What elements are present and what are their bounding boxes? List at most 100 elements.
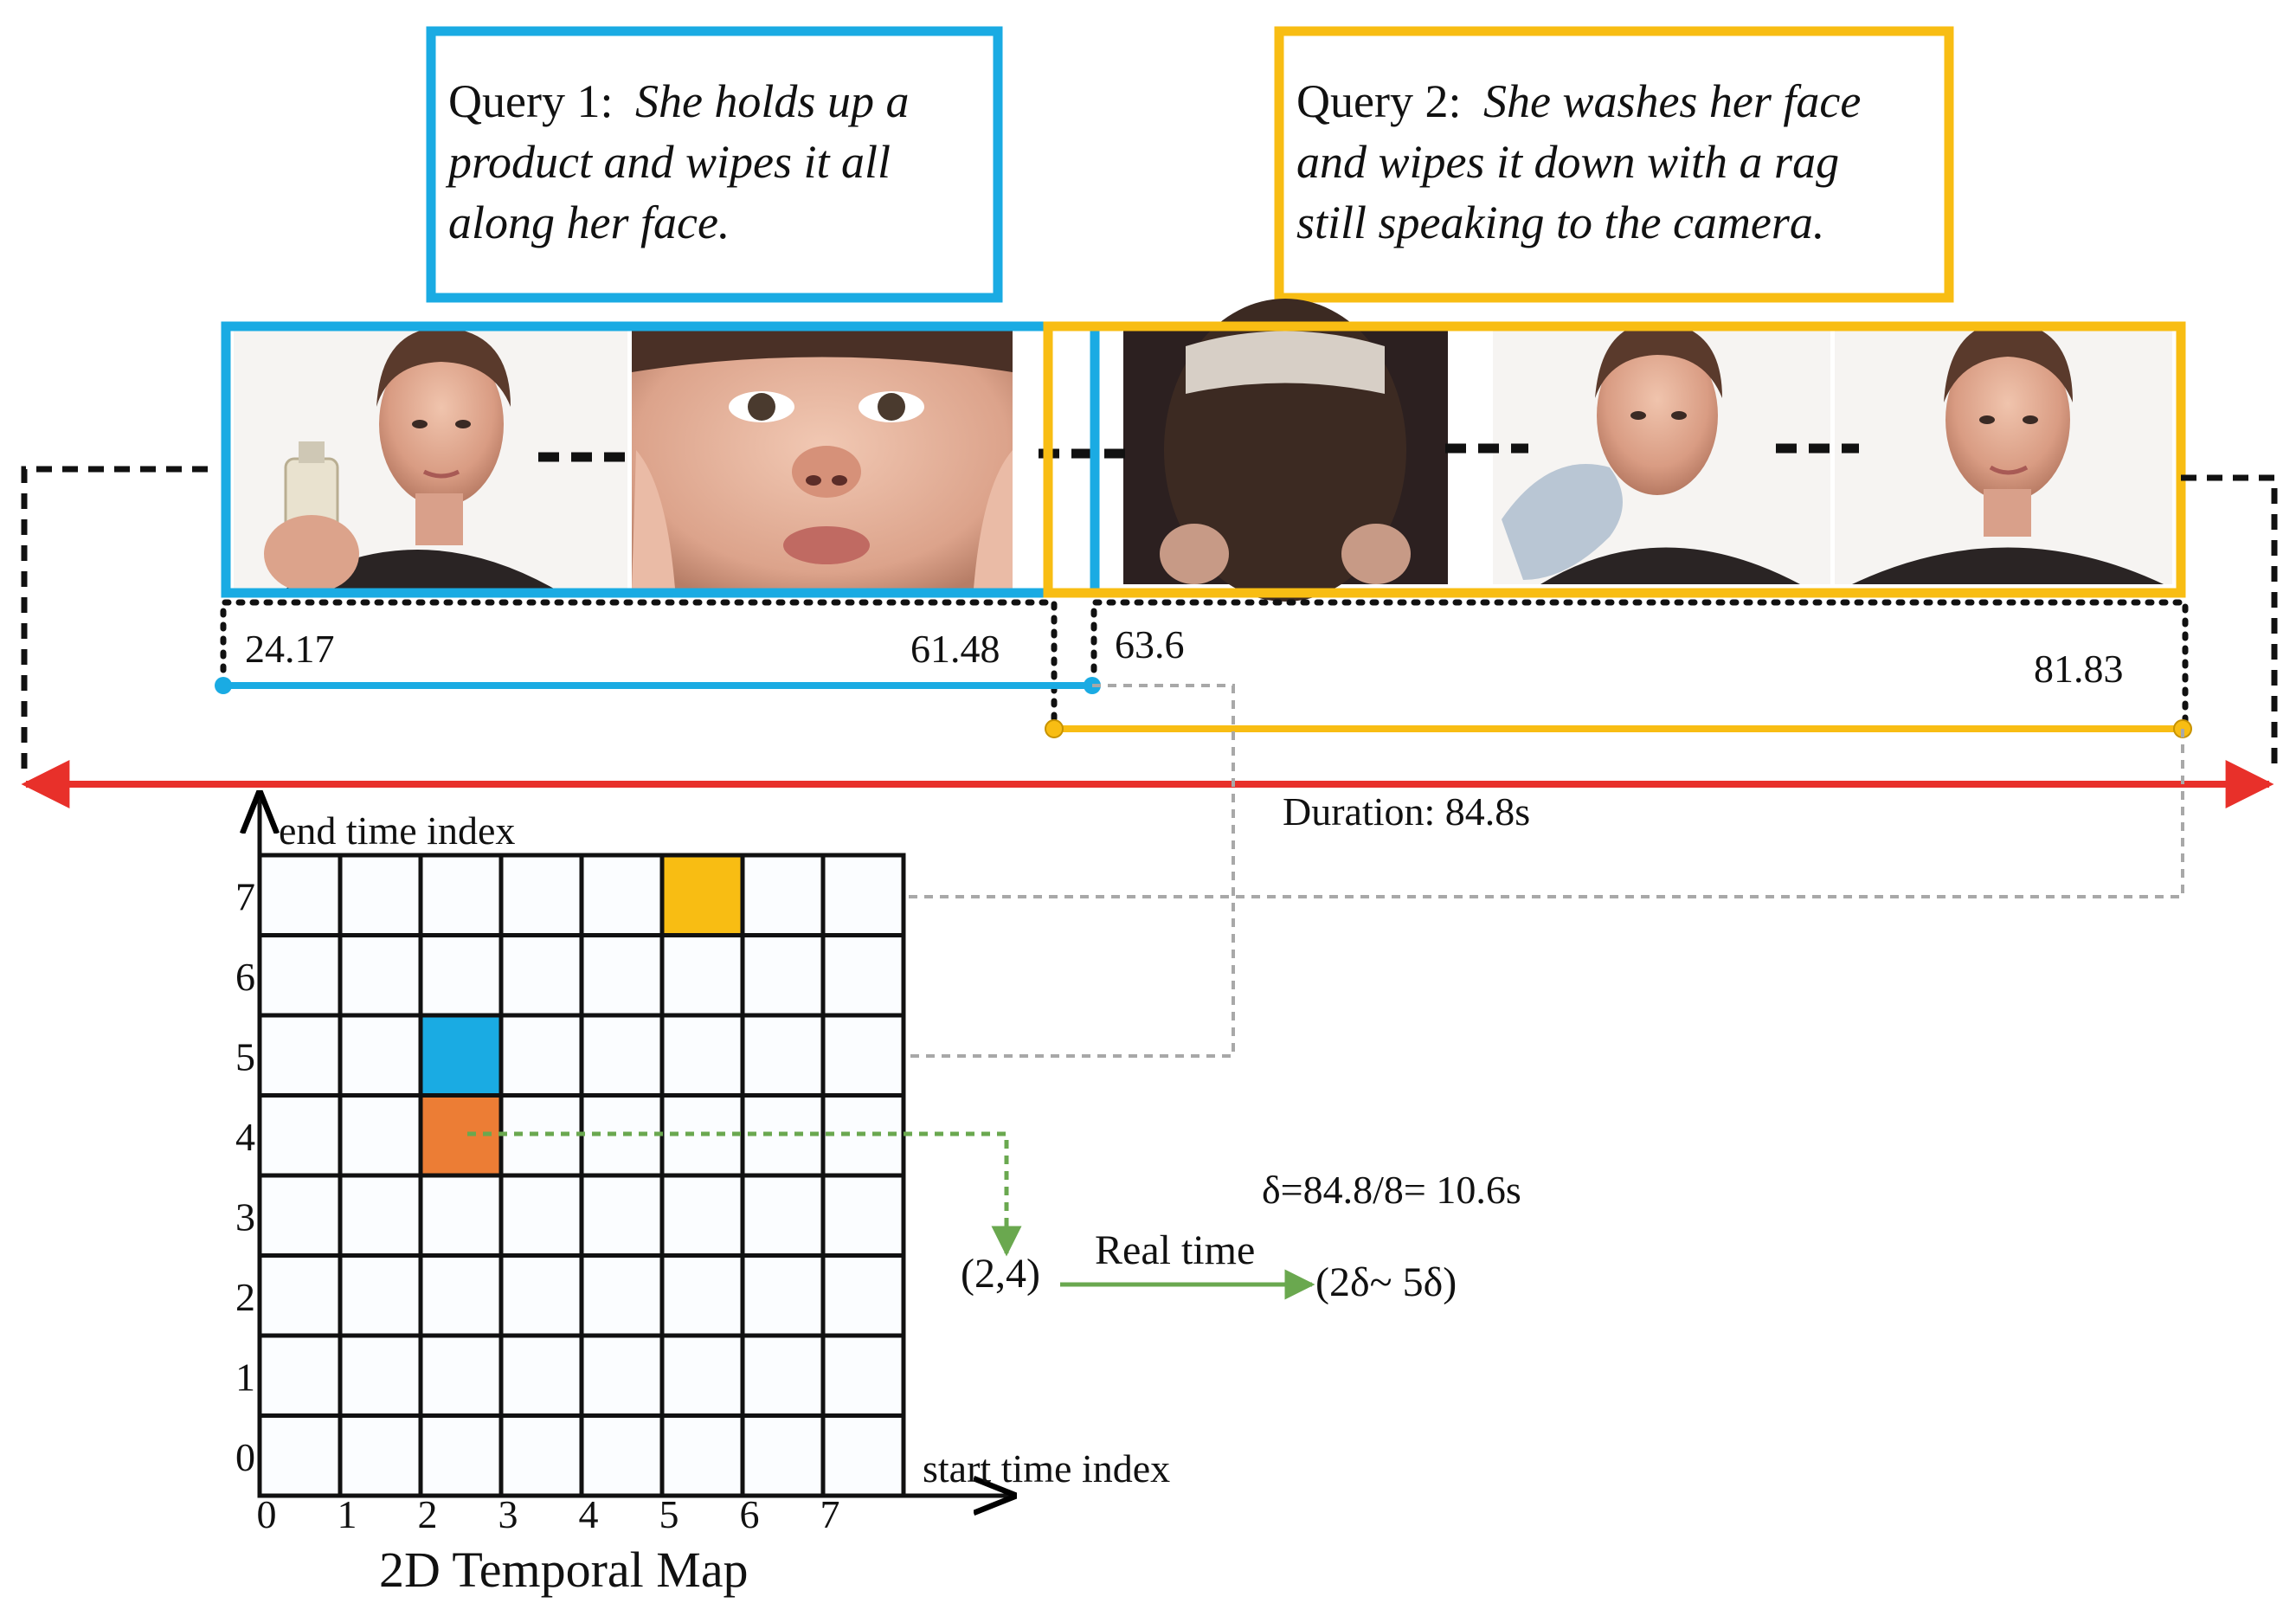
map-cell (579, 853, 665, 937)
map-cell (820, 853, 906, 937)
map-cell (579, 1413, 665, 1498)
duration-label: Duration: 84.8s (1283, 789, 1530, 834)
y-tick-label: 6 (235, 955, 255, 999)
map-title: 2D Temporal Map (379, 1542, 749, 1598)
video-frame-2 (632, 329, 1013, 589)
map-cell (498, 1173, 584, 1258)
real-time-label: Real time (1095, 1227, 1255, 1273)
map-cell (257, 1333, 343, 1418)
video-frame-1 (234, 327, 627, 593)
x-tick-label: 2 (418, 1492, 438, 1536)
map-cell (820, 1253, 906, 1338)
y-tick-label: 3 (235, 1194, 255, 1239)
x-tick-label: 7 (820, 1492, 840, 1536)
map-cell (498, 1093, 584, 1178)
map-cell (498, 933, 584, 1018)
map-cell (338, 1173, 423, 1258)
map-cell (338, 1333, 423, 1418)
query-2-line-1: She washes her face (1483, 75, 1861, 127)
q2-start-time: 63.6 (1115, 622, 1185, 666)
map-cell (659, 1173, 745, 1258)
y-tick-label: 7 (235, 874, 255, 918)
y-tick-label: 2 (235, 1275, 255, 1319)
real-time-result: (2δ~ 5δ) (1315, 1259, 1457, 1305)
map-cell (418, 1253, 504, 1338)
q2-mapping-arrow (703, 729, 2184, 897)
map-cell (659, 1413, 745, 1498)
q1-start-time: 24.17 (245, 627, 335, 671)
map-cell (418, 933, 504, 1018)
map-cell (740, 853, 826, 937)
map-cell (740, 1013, 826, 1098)
map-cell (820, 933, 906, 1018)
map-cell (740, 1253, 826, 1338)
x-tick-label: 0 (257, 1492, 277, 1536)
map-cell (418, 1173, 504, 1258)
query-2-box: Query 2: She washes her face and wipes i… (1274, 26, 1954, 303)
index-pair: (2,4) (961, 1251, 1040, 1297)
map-cell (659, 933, 745, 1018)
map-cell (257, 853, 343, 937)
map-cell (740, 933, 826, 1018)
map-cell (418, 1333, 504, 1418)
query-1-line-2: product and wipes it all (445, 136, 891, 188)
x-tick-label: 5 (659, 1492, 679, 1536)
map-cell (740, 1413, 826, 1498)
map-cell (257, 1173, 343, 1258)
map-cell (579, 1173, 665, 1258)
map-cell (338, 1013, 423, 1098)
map-cell (418, 1413, 504, 1498)
map-cell (659, 1013, 745, 1098)
query-2-line-3: still speaking to the camera. (1296, 196, 1824, 248)
map-cell (579, 1333, 665, 1418)
map-cell (257, 1253, 343, 1338)
query-2-frame-border (1043, 321, 2186, 598)
query-1-prefix: Query 1: (448, 75, 613, 127)
map-cell (740, 1173, 826, 1258)
x-tick-label: 1 (338, 1492, 357, 1536)
query-2-prefix: Query 2: (1296, 75, 1461, 127)
query-1-line-1: She holds up a (635, 75, 910, 127)
x-tick-label: 3 (498, 1492, 518, 1536)
query-1-frame-border (221, 321, 1100, 598)
map-cell (338, 1253, 423, 1338)
map-cell (740, 1333, 826, 1418)
map-cell (257, 1093, 343, 1178)
map-cell (498, 1253, 584, 1338)
x-tick-label: 6 (740, 1492, 760, 1536)
map-cell (338, 1093, 423, 1178)
map-cell (418, 853, 504, 937)
map-cell (579, 933, 665, 1018)
map-cell (257, 933, 343, 1018)
svg-text:Query 2: She washes her: Query 2: She washes her face (1296, 75, 1861, 127)
map-cell (820, 1333, 906, 1418)
map-cell (659, 1253, 745, 1338)
map-cell (338, 1413, 423, 1498)
cell-to-pair-arrow (467, 1131, 1022, 1257)
map-cell (338, 853, 423, 937)
q1-end-time: 61.48 (910, 627, 1000, 671)
map-cell (820, 1173, 906, 1258)
map-cell (659, 1333, 745, 1418)
x-axis-label: start time index (923, 1446, 1170, 1490)
map-cell (498, 1013, 584, 1098)
svg-text:Query 1: She holds up a: Query 1: She holds up a (448, 75, 909, 127)
video-frame-5 (1835, 322, 2172, 584)
segment-dotted-brackets (220, 599, 2189, 731)
x-tick-label: 4 (579, 1492, 599, 1536)
map-cell-highlighted (659, 853, 745, 937)
map-cell-highlighted (418, 1013, 504, 1098)
map-cell (498, 1333, 584, 1418)
q2-end-time: 81.83 (2034, 647, 2124, 691)
q2-segment-line (1045, 719, 2192, 738)
delta-formula: δ=84.8/8= 10.6s (1262, 1168, 1521, 1212)
map-cell (820, 1013, 906, 1098)
map-cell (257, 1013, 343, 1098)
query-2-line-2: and wipes it down with a rag (1296, 136, 1839, 188)
y-axis-label: end time index (279, 808, 515, 853)
q1-segment-line (215, 677, 1101, 694)
map-cell (820, 1413, 906, 1498)
y-tick-label: 4 (235, 1115, 255, 1159)
video-frame-4 (1493, 322, 1830, 584)
